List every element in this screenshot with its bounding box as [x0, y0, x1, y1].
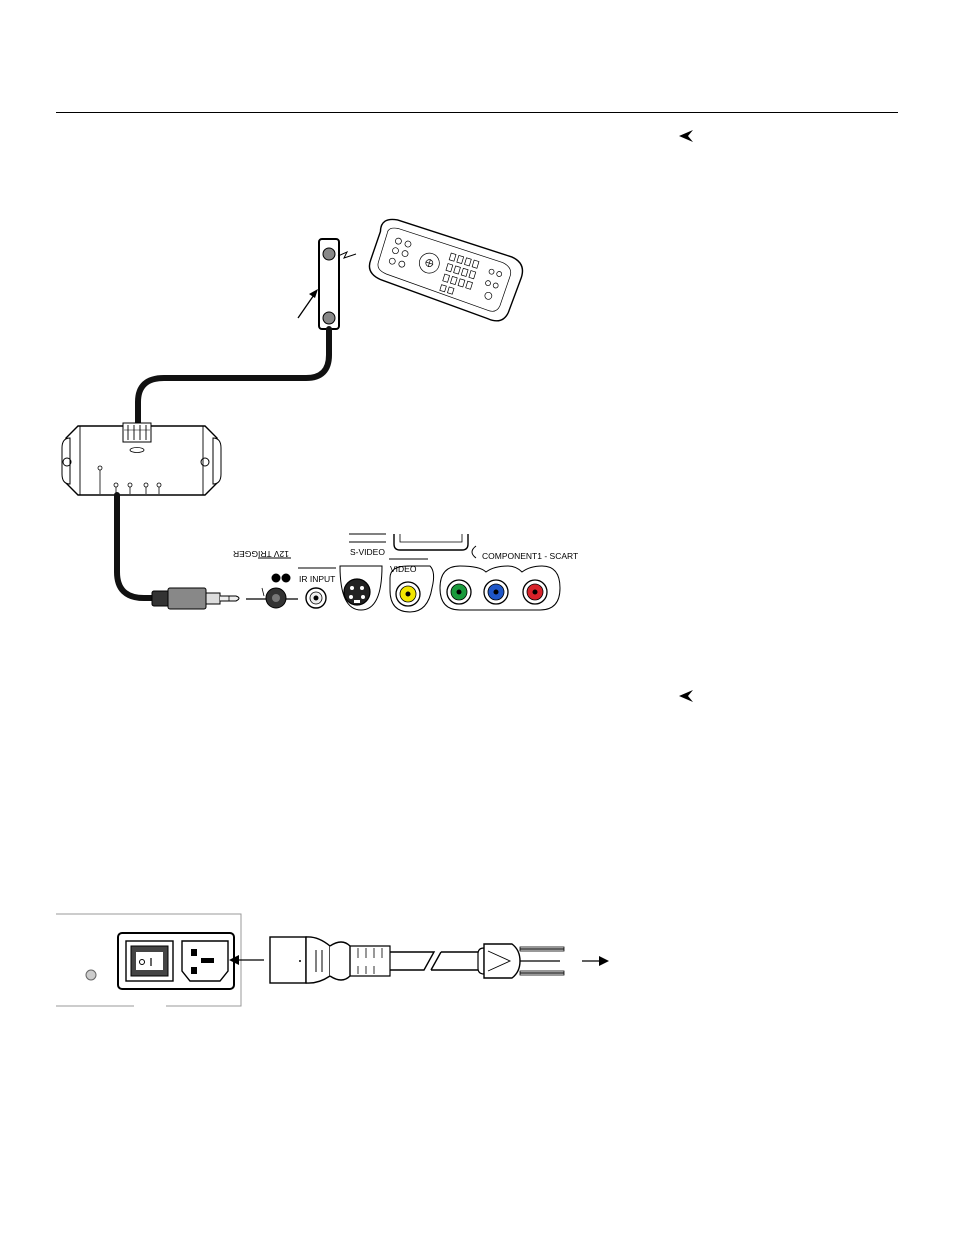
power-connection-diagram [0, 900, 954, 1020]
screw-icon [86, 970, 96, 980]
power-cord-icon [270, 937, 564, 983]
ir-connection-diagram: 12V TRIGGER 2 IR INPUT S-VIDEO VIDEO COM [0, 0, 954, 640]
s-video-label: S-VIDEO [350, 547, 385, 557]
section-marker-icon [677, 689, 695, 703]
remote-control-icon [364, 216, 527, 325]
connector-panel: 12V TRIGGER 2 IR INPUT S-VIDEO VIDEO COM [233, 534, 578, 612]
mini-jack-plug-icon [152, 588, 239, 609]
power-inlet-icon [118, 933, 234, 989]
ir-receiver-hub-icon [62, 423, 221, 495]
ir-sensor-icon [319, 239, 339, 329]
component-label: COMPONENT1 - SCART [482, 551, 578, 561]
ir-input-label: IR INPUT [299, 574, 335, 584]
twelve-v-trigger-label: 12V TRIGGER [233, 549, 289, 559]
